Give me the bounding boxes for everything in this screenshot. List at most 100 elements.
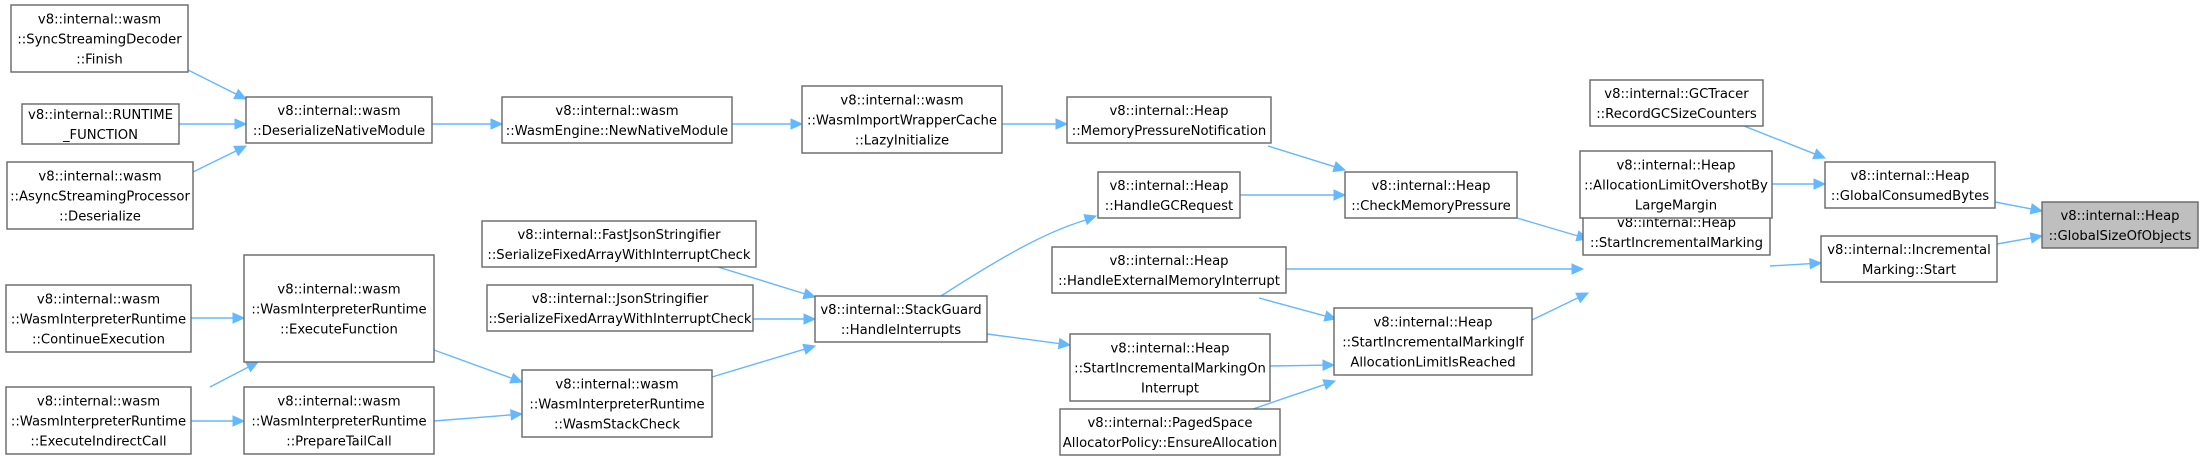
node-prepare-tail-call[interactable]: v8::internal::wasm::WasmInterpreterRunti… bbox=[243, 386, 435, 455]
node-handle-gc-request[interactable]: v8::internal::Heap::HandleGCRequest bbox=[1097, 171, 1241, 219]
call-edge bbox=[753, 313, 817, 325]
node-label-line: v8::internal::Heap bbox=[1616, 159, 1735, 174]
node-label-line: ::SyncStreamingDecoder bbox=[17, 33, 182, 48]
node-box bbox=[243, 386, 435, 455]
node-box bbox=[6, 161, 194, 230]
node-check-memory-pressure[interactable]: v8::internal::Heap::CheckMemoryPressure bbox=[1344, 171, 1518, 219]
edge-arrowhead bbox=[1809, 257, 1823, 270]
call-edge bbox=[433, 349, 524, 384]
edge-line bbox=[433, 349, 512, 379]
node-label-line: ::StartIncrementalMarking bbox=[1590, 236, 1763, 251]
node-label-line: ::WasmInterpreterRuntime bbox=[251, 415, 426, 430]
edge-arrowhead bbox=[245, 361, 260, 373]
node-fast-json[interactable]: v8::internal::FastJsonStringifier::Seria… bbox=[481, 220, 757, 268]
node-label-line: ::AsyncStreamingProcessor bbox=[10, 190, 190, 205]
node-incremental-marking-start[interactable]: v8::internal::IncrementalMarking::Start bbox=[1820, 235, 1998, 283]
edge-arrowhead bbox=[2029, 203, 2044, 215]
call-edge bbox=[1002, 118, 1069, 130]
node-label-line: ::RecordGCSizeCounters bbox=[1596, 107, 1757, 122]
edge-arrowhead bbox=[802, 288, 817, 300]
node-global-consumed-bytes[interactable]: v8::internal::Heap::GlobalConsumedBytes bbox=[1824, 161, 1996, 209]
edge-arrowhead bbox=[803, 313, 817, 325]
node-async-deserialize[interactable]: v8::internal::wasm::AsyncStreamingProces… bbox=[6, 161, 194, 230]
node-label-line: ::WasmEngine::NewNativeModule bbox=[506, 124, 728, 139]
edge-line bbox=[940, 219, 1087, 297]
node-memory-pressure-notification[interactable]: v8::internal::Heap::MemoryPressureNotifi… bbox=[1066, 96, 1272, 144]
node-label-line: ::Finish bbox=[76, 53, 122, 68]
node-wasm-stack-check[interactable]: v8::internal::wasm::WasmInterpreterRunti… bbox=[521, 369, 713, 438]
node-ensure-allocation[interactable]: v8::internal::PagedSpaceAllocatorPolicy:… bbox=[1059, 408, 1281, 456]
call-edge bbox=[1516, 217, 1590, 242]
node-execute-indirect-call[interactable]: v8::internal::wasm::WasmInterpreterRunti… bbox=[5, 386, 192, 455]
node-label-line: ::StartIncrementalMarkingIf bbox=[1342, 336, 1524, 351]
node-box bbox=[245, 96, 433, 144]
node-start-incremental-marking-on-interrupt[interactable]: v8::internal::Heap::StartIncrementalMark… bbox=[1069, 333, 1271, 402]
node-handle-interrupts[interactable]: v8::internal::StackGuard::HandleInterrup… bbox=[814, 295, 988, 343]
node-label-line: ::MemoryPressureNotification bbox=[1072, 124, 1267, 139]
edge-arrowhead bbox=[1323, 310, 1338, 322]
node-lazy-initialize[interactable]: v8::internal::wasm::WasmImportWrapperCac… bbox=[801, 85, 1003, 154]
node-start-incremental-marking-if-limit[interactable]: v8::internal::Heap::StartIncrementalMark… bbox=[1333, 307, 1533, 376]
node-handle-external-memory-interrupt[interactable]: v8::internal::Heap::HandleExternalMemory… bbox=[1051, 246, 1287, 294]
node-execute-function[interactable]: v8::internal::wasm::WasmInterpreterRunti… bbox=[243, 254, 435, 363]
edge-arrowhead bbox=[1332, 161, 1347, 173]
node-label-line: v8::internal::wasm bbox=[277, 395, 400, 410]
edge-arrowhead bbox=[2029, 232, 2044, 244]
call-edge bbox=[192, 145, 248, 173]
node-label-line: Marking::Start bbox=[1862, 263, 1956, 278]
call-edge bbox=[432, 118, 504, 130]
node-label-line: ::StartIncrementalMarkingOn bbox=[1074, 362, 1266, 377]
edge-line bbox=[1743, 125, 1816, 155]
node-global-size-of-objects[interactable]: v8::internal::Heap::GlobalSizeOfObjects bbox=[2041, 201, 2199, 249]
graph-edges bbox=[179, 69, 2044, 427]
node-runtime-function[interactable]: v8::internal::RUNTIME_FUNCTION bbox=[21, 103, 180, 145]
call-edge bbox=[1269, 359, 1336, 371]
node-label-line: ::WasmInterpreterRuntime bbox=[11, 415, 186, 430]
node-label-line: ::ContinueExecution bbox=[32, 333, 165, 348]
edge-arrowhead bbox=[510, 409, 524, 421]
node-label-line: ::SerializeFixedArrayWithInterruptCheck bbox=[487, 248, 751, 263]
node-label-line: ::Deserialize bbox=[59, 210, 141, 225]
edge-arrowhead bbox=[790, 118, 804, 130]
edge-line bbox=[717, 266, 805, 295]
node-label-line: ::SerializeFixedArrayWithInterruptCheck bbox=[488, 312, 752, 327]
edge-line bbox=[1531, 297, 1579, 321]
edge-line bbox=[1516, 217, 1578, 237]
node-deserialize-native[interactable]: v8::internal::wasm::DeserializeNativeMod… bbox=[245, 96, 433, 144]
node-allocation-limit-overshot[interactable]: v8::internal::Heap::AllocationLimitOvers… bbox=[1579, 150, 1773, 219]
node-label-line: v8::internal::wasm bbox=[38, 170, 161, 185]
node-label-line: ::AllocationLimitOvershotBy bbox=[1584, 179, 1768, 194]
node-box bbox=[10, 4, 189, 73]
node-label-line: v8::internal::wasm bbox=[277, 104, 400, 119]
node-label-line: v8::internal::GCTracer bbox=[1604, 87, 1749, 102]
edge-line bbox=[1269, 364, 1324, 367]
node-label-line: v8::internal::JsonStringifier bbox=[532, 292, 709, 307]
node-sync-finish[interactable]: v8::internal::wasm::SyncStreamingDecoder… bbox=[10, 4, 189, 73]
call-edge bbox=[179, 118, 248, 130]
node-box bbox=[486, 284, 754, 332]
node-continue-execution[interactable]: v8::internal::wasm::WasmInterpreterRunti… bbox=[5, 284, 192, 353]
call-edge bbox=[1267, 145, 1347, 173]
node-label-line: v8::internal::wasm bbox=[555, 378, 678, 393]
call-edge bbox=[711, 343, 817, 378]
node-box bbox=[1059, 408, 1281, 456]
call-edge bbox=[1286, 263, 1585, 275]
node-label-line: v8::internal::PagedSpace bbox=[1087, 416, 1252, 431]
edge-line bbox=[1267, 145, 1335, 168]
node-label-line: v8::internal::Heap bbox=[1617, 216, 1736, 231]
edge-arrowhead bbox=[1322, 359, 1336, 371]
node-json[interactable]: v8::internal::JsonStringifier::Serialize… bbox=[486, 284, 754, 332]
node-label-line: v8::internal::wasm bbox=[555, 104, 678, 119]
call-edge bbox=[1240, 189, 1347, 201]
node-new-native-module[interactable]: v8::internal::wasm::WasmEngine::NewNativ… bbox=[501, 96, 733, 144]
node-box bbox=[5, 386, 192, 455]
node-label-line: v8::internal::Heap bbox=[1109, 179, 1228, 194]
node-label-line: v8::internal::Heap bbox=[1373, 316, 1492, 331]
node-box bbox=[1589, 79, 1764, 127]
node-label-line: v8::internal::wasm bbox=[840, 94, 963, 109]
call-edge bbox=[1994, 201, 2044, 215]
node-label-line: v8::internal::Heap bbox=[1850, 169, 1969, 184]
node-label-line: ::ExecuteFunction bbox=[280, 323, 398, 338]
node-gc-tracer[interactable]: v8::internal::GCTracer::RecordGCSizeCoun… bbox=[1589, 79, 1764, 127]
